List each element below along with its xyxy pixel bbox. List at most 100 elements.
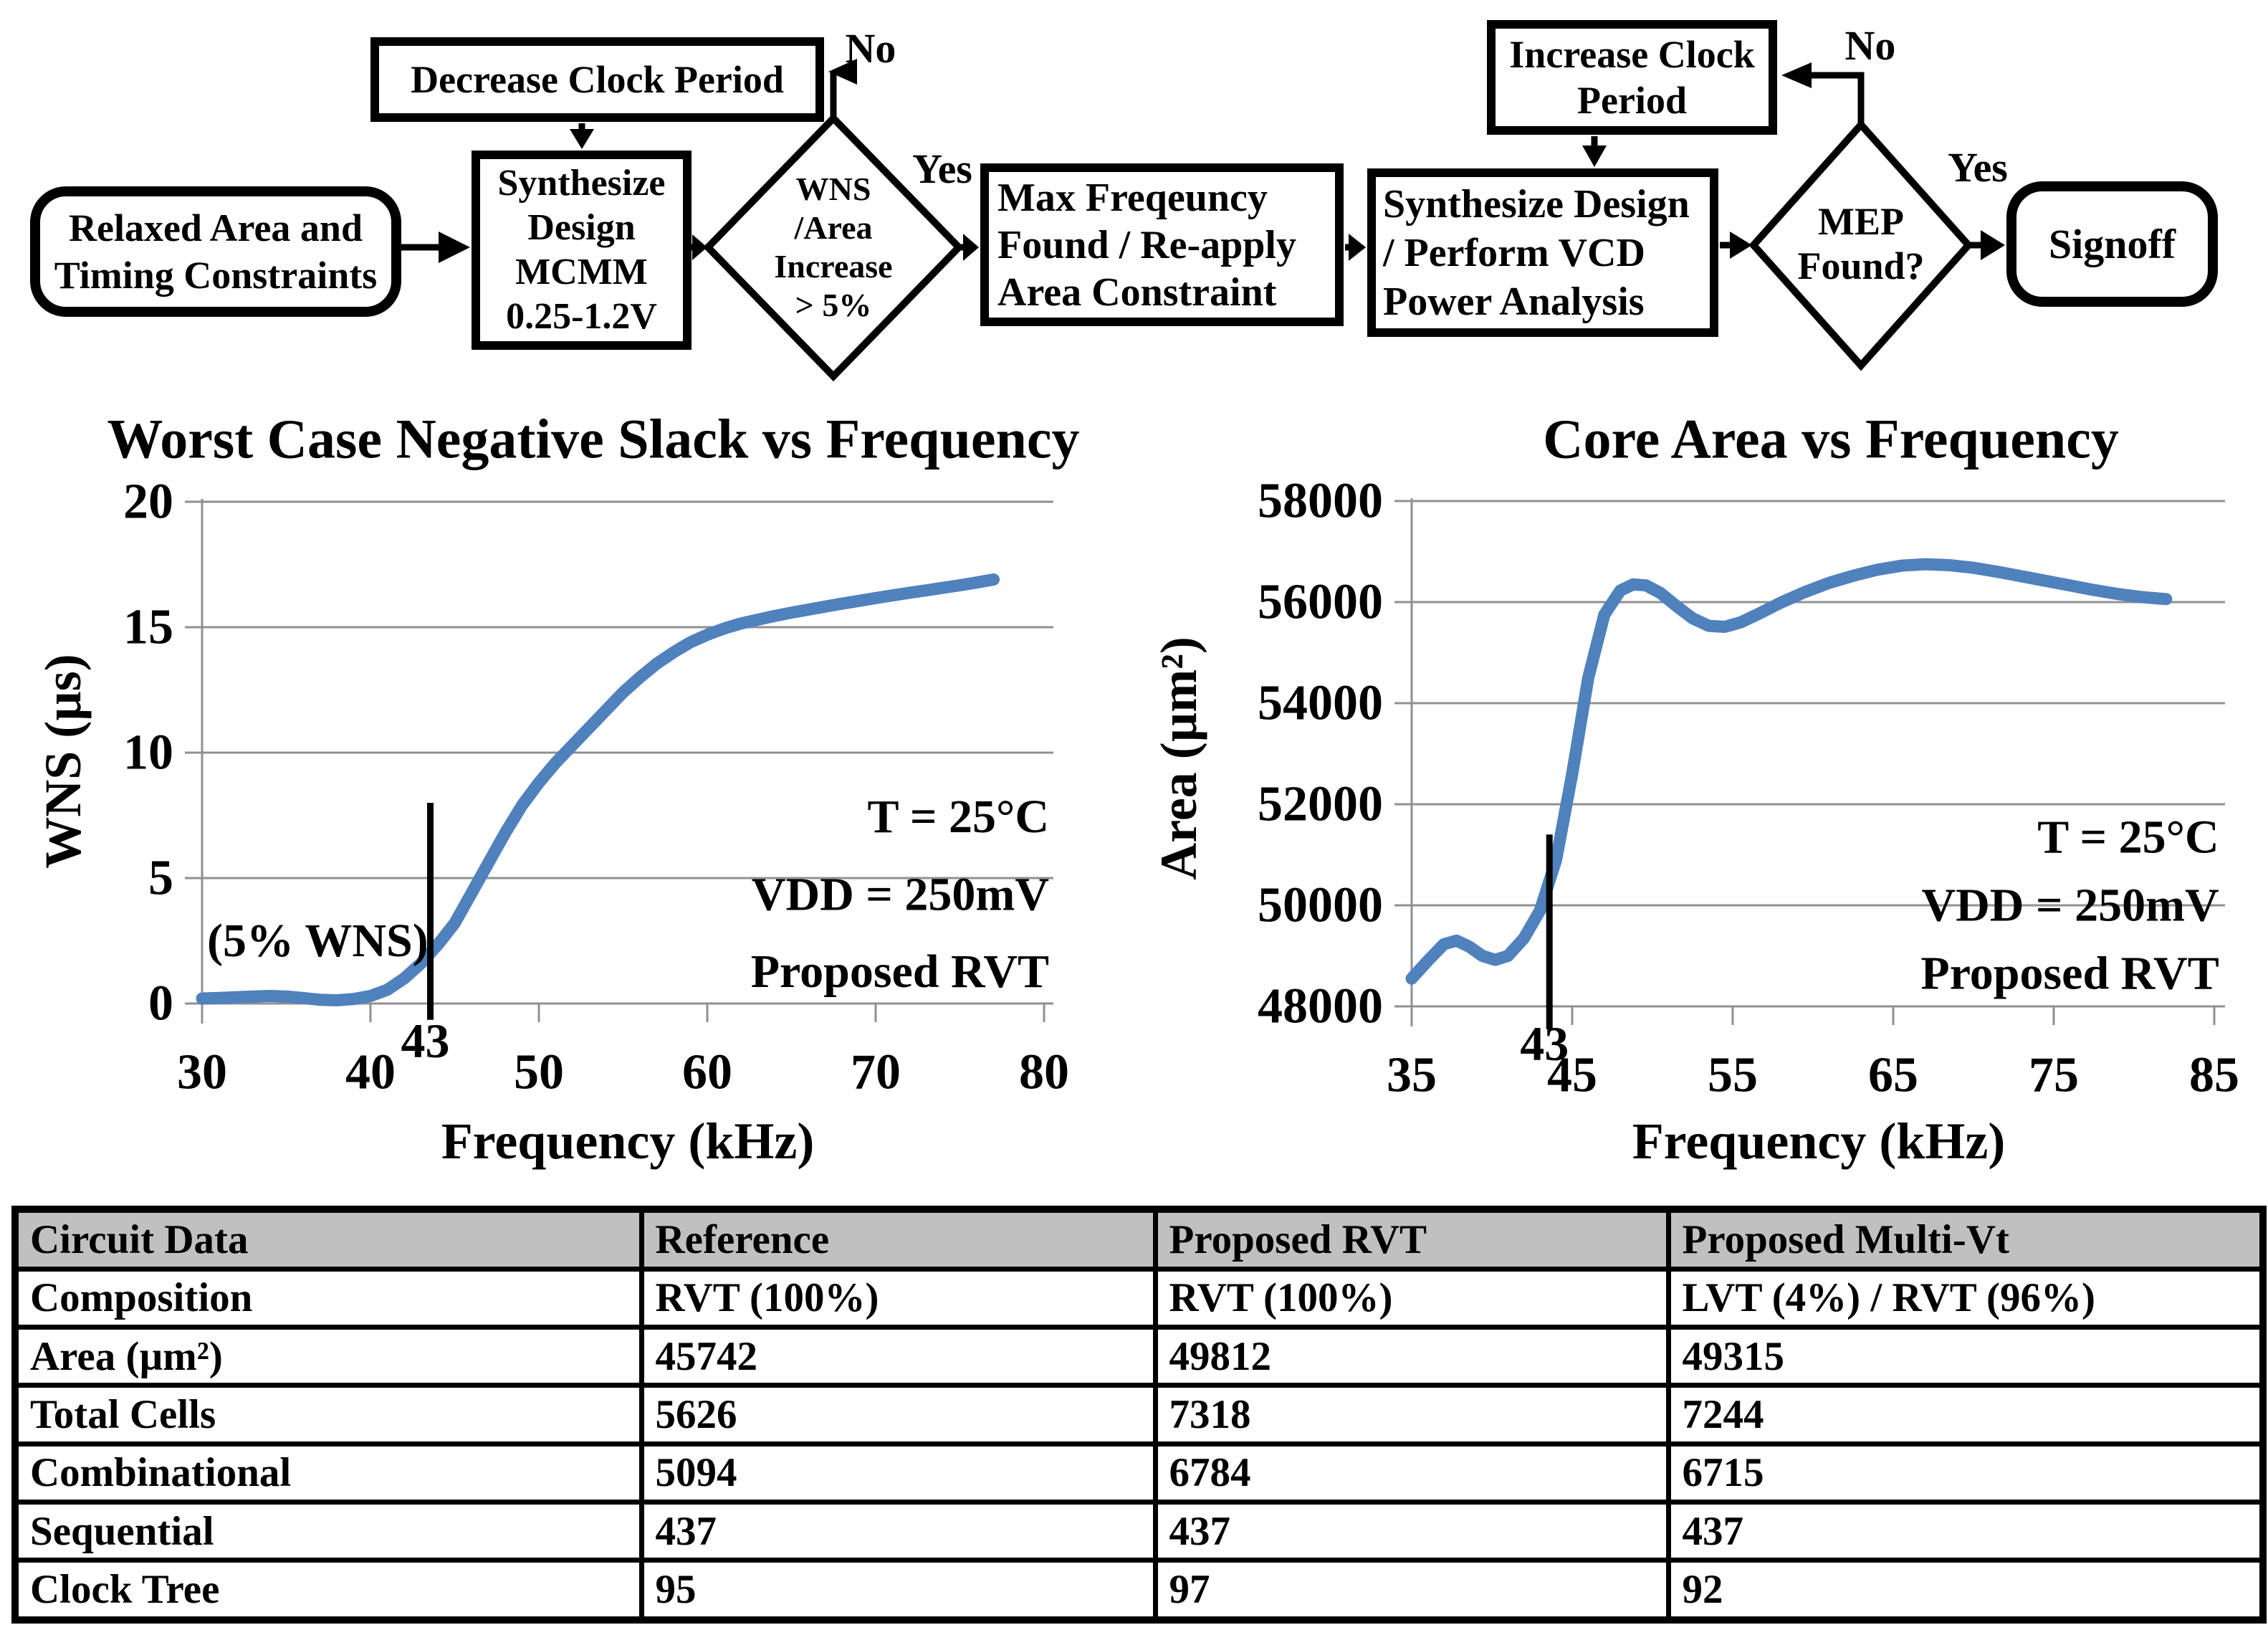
cell-value: 5626 [638,1383,1158,1446]
cell-value: 97 [1152,1558,1671,1623]
y-tick-label: 20 [123,475,173,530]
y-tick-label: 52000 [1258,777,1383,832]
x-tick-label: 60 [682,1045,732,1100]
cell-value: 437 [1152,1499,1671,1563]
arrowhead-to-maxfreq [963,234,979,261]
flow-node-relaxed-constraints: Relaxed Area and Timing Constraints [30,186,401,317]
y-tick-label: 58000 [1258,474,1383,529]
flow-node-mep-decision-label: MEP Found? [1797,200,1925,287]
flow-node-decrease-clock-period: Decrease Clock Period [370,37,824,122]
col-header-circuit-data: Circuit Data [12,1206,644,1272]
arrowhead-to-mep-diamond [1730,232,1752,259]
cell-value: RVT (100%) [1152,1266,1671,1330]
y-tick-label: 50000 [1258,878,1383,933]
col-header-proposed-multivt: Proposed Multi-Vt [1665,1206,2266,1272]
row-label-combinational: Combinational [12,1441,644,1505]
annotation: Proposed RVT [751,945,1049,998]
arrowhead-to-synth-vcd [1349,234,1366,261]
annotation: VDD = 250mV [752,868,1049,920]
annotation: T = 25°C [2037,811,2219,863]
y-tick-label: 5 [148,851,173,906]
cell-value: 5094 [638,1441,1158,1505]
wns-chart-xlabel: Frequency (kHz) [441,1112,815,1170]
data-curve [1405,558,2173,985]
mep-decision-diamond [1748,119,1973,371]
table-row: Composition RVT (100%) RVT (100%) LVT (4… [12,1266,2266,1330]
y-tick-label: 56000 [1258,575,1383,630]
arrowhead-to-synth-mcmm [439,232,470,263]
cell-value: 92 [1665,1558,2266,1623]
area-chart-xlabel: Frequency (kHz) [1632,1112,2006,1170]
table-row: Combinational 5094 6784 6715 [12,1441,2266,1505]
cell-value: 7244 [1665,1383,2266,1446]
x-tick-label: 80 [1019,1045,1069,1100]
flowchart-connectors [400,59,2005,382]
marker-label: 43 [1520,1016,1569,1071]
table-row: Area (µm²) 45742 49812 49315 [12,1324,2266,1388]
edge-label-no-mep: No [1844,22,1896,69]
cell-value: 45742 [638,1324,1158,1388]
row-label-composition: Composition [12,1266,644,1330]
cell-value: 7318 [1152,1383,1671,1446]
flow-node-signoff: Signoff [2006,181,2218,307]
circuit-data-table: Circuit Data Reference Proposed RVT Prop… [11,1206,2267,1624]
y-tick-label: 10 [123,725,173,781]
table-row: Sequential 437 437 437 [12,1499,2266,1563]
col-header-proposed-rvt: Proposed RVT [1152,1206,1671,1272]
arrowhead-increase-to-synth [1582,146,1607,167]
cell-value: RVT (100%) [638,1266,1158,1330]
wns-chart-title: Worst Case Negative Slack vs Frequency [107,408,1080,470]
wns-chart-ylabel: WNS (µs) [34,654,92,869]
x-tick-label: 55 [1708,1048,1758,1103]
row-label-sequential: Sequential [12,1499,644,1563]
charts-region: Worst Case Negative Slack vs Frequency C… [34,408,2239,1171]
area-chart-title: Core Area vs Frequency [1543,408,2119,470]
y-tick-label: 48000 [1258,979,1383,1034]
x-tick-label: 70 [851,1045,901,1100]
wns-chart-plot: 0 5 10 15 20 30 40 50 60 70 80 43 (5% WNS) T = 25°C VD… [123,475,1069,1100]
row-label-total-cells: Total Cells [12,1383,644,1446]
flow-node-synthesize-mcmm: Synthesize Design MCMM 0.25-1.2V [472,151,692,350]
flow-arrows [400,59,2005,263]
flow-node-increase-clock-period: Increase Clock Period [1487,20,1777,135]
x-tick-label: 65 [1868,1048,1918,1103]
flow-node-max-frequency: Max Freqeuncy Found / Re-apply Area Cons… [980,163,1344,326]
cell-value: 437 [1665,1499,2266,1563]
arrowhead-no-to-increase [1781,62,1812,88]
edge-label-yes-mep: Yes [1948,144,2008,191]
table-header-row: Circuit Data Reference Proposed RVT Prop… [12,1206,2266,1272]
cell-value: 6784 [1152,1441,1671,1505]
area-chart-plot: 48000 50000 52000 54000 56000 58000 35 45 55 65 75… [1258,474,2239,1103]
x-tick-label: 30 [177,1045,227,1100]
table-row: Clock Tree 95 97 92 [12,1558,2266,1623]
wns-decision-diamond [703,113,964,382]
cell-value: LVT (4%) / RVT (96%) [1665,1266,2266,1330]
cell-value: 6715 [1665,1441,2266,1505]
arrowhead-to-signoff [1981,230,2005,260]
y-tick-label: 0 [148,976,173,1031]
annotation: (5% WNS) [207,915,429,967]
x-tick-label: 40 [345,1045,396,1100]
cell-value: 49315 [1665,1324,2266,1388]
y-tick-label: 15 [123,600,173,655]
cell-value: 49812 [1152,1324,1671,1388]
col-header-reference: Reference [638,1206,1158,1272]
arrowhead-to-wns-diamond [692,234,707,260]
x-tick-label: 45 [1547,1048,1597,1103]
annotation: Proposed RVT [1920,948,2219,1000]
marker-label: 43 [401,1014,450,1068]
x-tick-label: 85 [2189,1048,2239,1103]
x-tick-label: 75 [2029,1048,2079,1103]
data-curve [196,573,1000,1006]
arrowhead-decrease-to-synth [570,129,594,149]
edge-label-yes-wns: Yes [912,146,972,192]
x-tick-label: 50 [514,1045,564,1100]
x-tick-label: 35 [1387,1048,1437,1103]
edge-label-no-wns: No [845,25,896,72]
table-row: Total Cells 5626 7318 7244 [12,1383,2266,1446]
annotation: T = 25°C [868,791,1050,843]
y-tick-label: 54000 [1258,676,1383,731]
area-chart-ylabel: Area (µm²) [1150,637,1207,880]
flow-node-synthesize-vcd: Synthesize Design / Perform VCD Power An… [1367,168,1718,337]
